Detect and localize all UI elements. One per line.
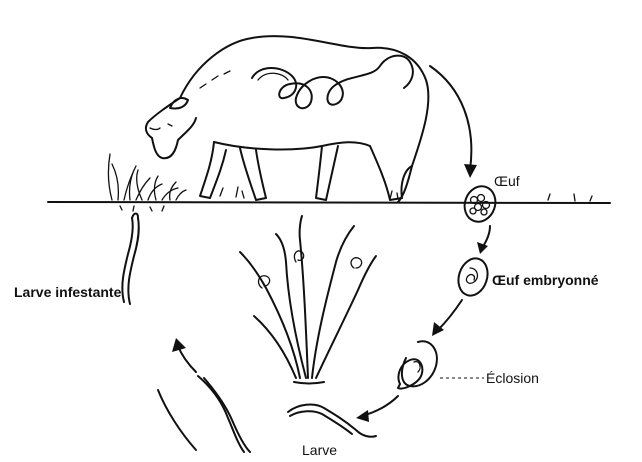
grass-blade-icon: [240, 216, 376, 384]
hatching-egg-icon: [398, 341, 437, 388]
arrow-larva-to-infective: [172, 338, 196, 372]
arrow-infective-upward: [158, 390, 196, 450]
infective-larva-icon: [122, 214, 138, 305]
arrow-egg-to-embryonated: [477, 226, 490, 254]
larva-label: Larve: [302, 442, 337, 458]
arrow-sheep-to-egg: [430, 66, 477, 178]
egg-label: Œuf: [494, 173, 520, 189]
hatching-label: Éclosion: [486, 370, 539, 386]
embryonated-egg-icon: [454, 255, 492, 300]
arrow-embryonated-to-hatching: [432, 300, 462, 336]
adult-worm-icon: [252, 56, 413, 109]
arrow-hatching-to-larva: [356, 396, 398, 422]
infective-larva-label: Larve infestante: [14, 284, 122, 300]
larva-stage-icon: [198, 376, 250, 452]
embryonated-egg-label: Œuf embryonné: [492, 272, 599, 288]
larva-icon: [288, 405, 376, 437]
sheep-host-icon: [146, 36, 428, 202]
